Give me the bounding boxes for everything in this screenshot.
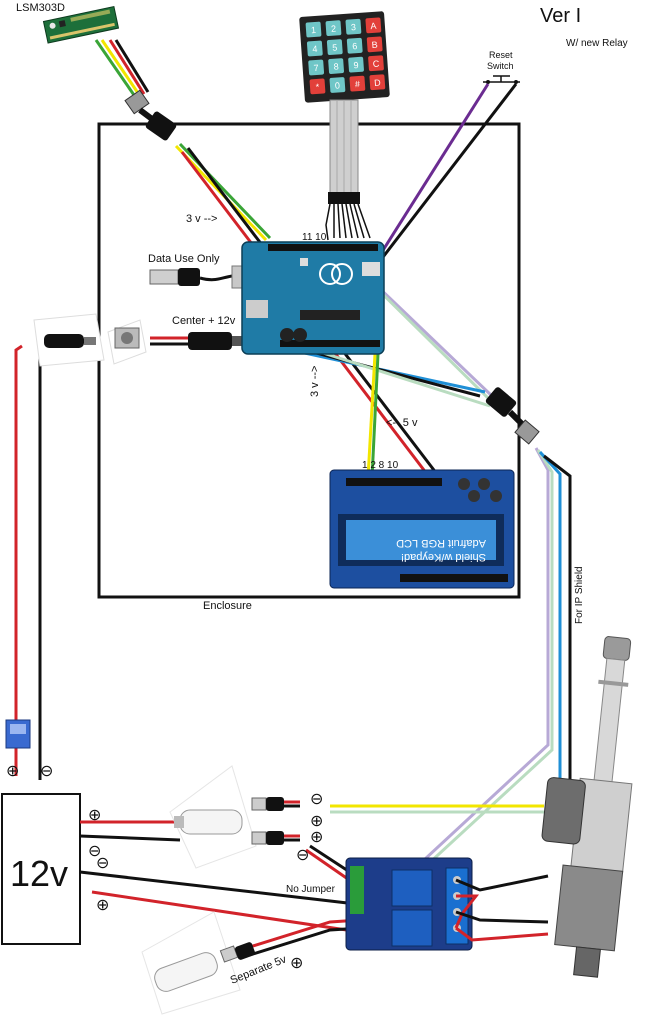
- external-barrel-plug: [33, 313, 105, 367]
- keypad-key: [326, 39, 343, 55]
- keypad-key-label: 1: [311, 25, 317, 35]
- linear-actuator: [541, 636, 633, 978]
- keypad: 1 2 3 A 4 5 6 B 7 8 9 C * 0 # D: [299, 11, 390, 204]
- keypad-key: [345, 18, 362, 35]
- lcd-wires: [366, 353, 380, 479]
- sensor-label: LSM303D: [16, 2, 65, 14]
- keypad-key: [348, 56, 364, 73]
- batt-plus-2: ⊕: [96, 897, 109, 914]
- fuse-plus: ⊕: [6, 763, 19, 780]
- keypad-key: [329, 77, 346, 93]
- keypad-key-label: 7: [313, 63, 319, 73]
- usb-minus: ⊖: [310, 791, 323, 808]
- keypad-key: [328, 58, 344, 74]
- version-label: Ver I: [540, 5, 581, 27]
- keypad-key-label: 4: [312, 44, 318, 54]
- no-jumper-label: No Jumper: [286, 884, 336, 895]
- batt-plus-1: ⊕: [88, 807, 101, 824]
- lcd-pins-label: 1 2 8 10: [362, 460, 399, 471]
- keypad-key-label: A: [370, 21, 377, 31]
- keypad-key-label: 8: [333, 61, 339, 71]
- pins-top-label: 11 10: [302, 232, 327, 243]
- keypad-key-label: C: [372, 59, 380, 69]
- keypad-key: [325, 20, 342, 37]
- lsm303d-board: [42, 5, 120, 44]
- keypad-key-label: 9: [353, 60, 359, 70]
- lcd-line1: Adafruit RGB LCD: [396, 537, 486, 549]
- rj-connector-right: [485, 387, 540, 445]
- keypad-ribbon-wires: [325, 203, 371, 241]
- keypad-key-label: 6: [352, 41, 358, 51]
- batt-minus-2: ⊖: [96, 855, 109, 872]
- enclosure-power-jack: [107, 319, 147, 365]
- keypad-key-label: 2: [331, 24, 337, 34]
- reset-switch: Reset Switch: [483, 50, 520, 84]
- separate-5v-plus: ⊕: [290, 955, 303, 972]
- lcd-line2: Shield w/Keypad!: [401, 551, 486, 563]
- car-usb-charger-1: [169, 765, 257, 869]
- keypad-key: [369, 74, 386, 91]
- svg-text:Data Use Only: Data Use Only: [148, 253, 220, 265]
- keypad-key-label: 5: [332, 42, 338, 52]
- usb-minus-2: ⊖: [296, 847, 309, 864]
- keypad-key: [346, 37, 363, 54]
- usb-plus-2: ⊕: [310, 829, 323, 846]
- keypad-key-label: B: [371, 40, 378, 50]
- keypad-key: [365, 17, 382, 34]
- keypad-key: [366, 36, 383, 53]
- subtitle-label: W/ new Relay: [566, 38, 628, 49]
- battery-label: 12v: [10, 853, 68, 894]
- ip-shield-label: For IP Shield: [574, 566, 585, 624]
- arduino-uno: [241, 241, 385, 355]
- svg-text:Switch: Switch: [487, 61, 514, 71]
- usb-plugs: [251, 797, 284, 845]
- relay-output-wires: [454, 874, 549, 942]
- rj-connector-top: [124, 89, 177, 141]
- car-usb-charger-2: [141, 911, 256, 1015]
- three-v-top-label: 3 v -->: [186, 213, 217, 225]
- battery-box: [1, 793, 81, 945]
- keypad-key-label: #: [355, 79, 361, 89]
- usb-plus-1: ⊕: [310, 813, 323, 830]
- keypad-key: [305, 21, 322, 38]
- three-v-bottom-label: 3 v -->: [309, 366, 321, 397]
- center-12v-label: Center + 12v: [172, 315, 236, 327]
- keypad-key: [368, 55, 384, 72]
- five-v-label: <-- 5 v: [386, 417, 418, 429]
- separate-5v-label: Separate 5v: [229, 953, 289, 987]
- keypad-key-label: *: [315, 82, 320, 92]
- fuse: [5, 719, 31, 749]
- keypad-key: [308, 59, 325, 76]
- batt-minus-1: ⊖: [88, 843, 101, 860]
- keypad-key: [349, 75, 366, 92]
- sensor-wires: [94, 39, 150, 99]
- keypad-key-label: 0: [335, 80, 341, 90]
- main-power-wires: [14, 344, 42, 780]
- fuse-minus: ⊖: [40, 763, 53, 780]
- relay-module: [345, 857, 473, 951]
- keypad-key: [306, 40, 323, 57]
- arduino-power-plug: [188, 332, 242, 350]
- svg-text:Reset: Reset: [489, 50, 513, 60]
- battery-wires: [79, 820, 363, 960]
- keypad-key: [309, 78, 326, 95]
- enclosure-label: Enclosure: [203, 600, 252, 612]
- lcd-shield: [329, 469, 515, 589]
- power-jack-wires: [150, 336, 188, 346]
- keypad-key-label: D: [374, 77, 382, 87]
- ip-shield-long-wires: [368, 447, 572, 914]
- keypad-key-label: 3: [351, 22, 357, 32]
